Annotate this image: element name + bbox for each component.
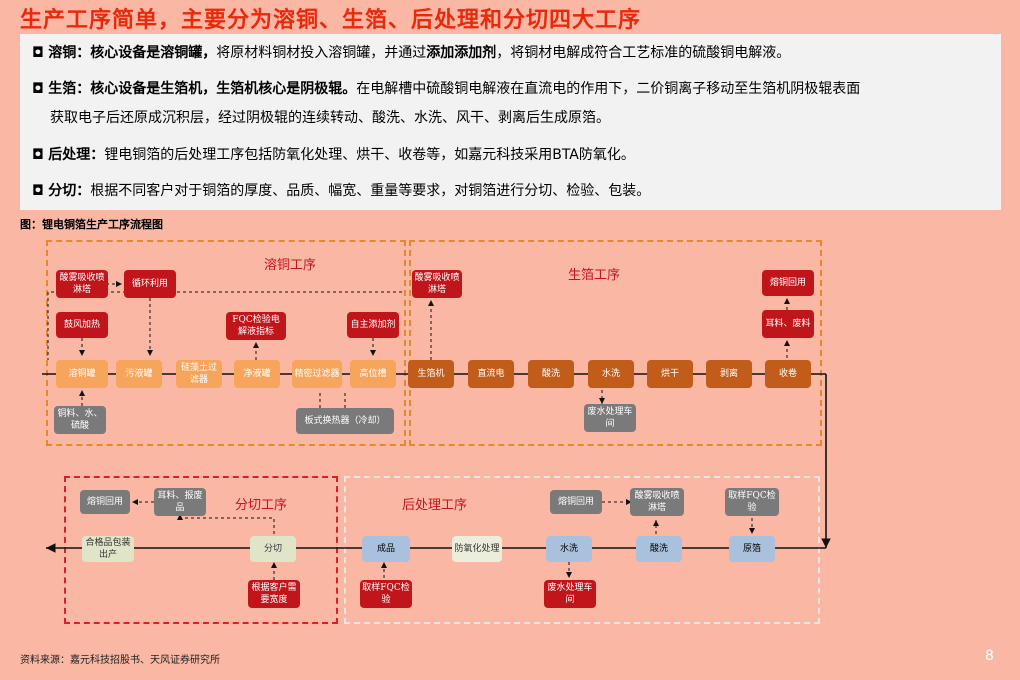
node-raw-foil: 原箔 — [729, 536, 775, 562]
node-dissolve-tank: 溶铜罐 — [56, 360, 108, 388]
region-label-shengbo: 生箔工序 — [568, 268, 621, 283]
bullet-text: 根据不同客户对于铜箔的厚度、品质、幅宽、重量等要求，对铜箔进行分切、检验、包装。 — [90, 183, 651, 199]
bullet-square-icon: ◘ — [32, 147, 44, 163]
bullet-square-icon: ◘ — [32, 45, 44, 61]
node-wastewater-2: 废水处理车间 — [544, 580, 596, 608]
node-ear-waste-1: 耳料、废料 — [762, 310, 814, 338]
bullet-emphasis: 添加添加剂 — [426, 45, 497, 61]
node-peeling: 剥离 — [706, 360, 752, 388]
node-anti-ox: 防氧化处理 — [452, 536, 502, 562]
bullet-head: 溶铜：核心设备是溶铜罐， — [48, 45, 217, 61]
region-label-houchuli: 后处理工序 — [402, 498, 468, 513]
node-high-tank: 高位槽 — [350, 360, 396, 388]
node-pickling-2: 酸洗 — [636, 536, 682, 562]
node-recycle: 循环利用 — [124, 270, 176, 298]
region-shengbo — [409, 240, 822, 446]
node-self-additive: 自主添加剂 — [347, 312, 399, 338]
node-pickling-1: 酸洗 — [528, 360, 574, 388]
bullet-text: 获取电子后还原成沉积层，经过阴极辊的连续转动、酸洗、水洗、风干、剥离后生成原箔。 — [50, 110, 610, 126]
node-slitting: 分切 — [250, 536, 296, 562]
bullet-text: 锂电铜箔的后处理工序包括防氧化处理、烘干、收卷等，如嘉元科技采用BTA防氧化。 — [104, 147, 635, 163]
page-number: 8 — [985, 648, 994, 664]
node-raw-input: 铜料、水、硫酸 — [54, 406, 106, 434]
node-fqc-test: FQC检验电解液指标 — [226, 312, 286, 340]
bullet-text: 将原材料铜材投入溶铜罐，并通过 — [216, 45, 427, 61]
node-copper-recycle-1: 熔铜回用 — [762, 270, 814, 296]
node-plate-exchanger: 板式换热器（冷却） — [296, 408, 394, 434]
bullet-text: 在电解槽中硫酸铜电解液在直流电的作用下，二价铜离子移动至生箔机阴极辊表面 — [356, 81, 861, 97]
node-fine-filter: 精密过滤器 — [292, 360, 342, 388]
node-sample-fqc-2: 取样FQC检验 — [360, 580, 412, 608]
node-product: 成品 — [362, 536, 410, 562]
node-sample-fqc-1: 取样FQC检验 — [725, 488, 779, 516]
node-washing-2: 水洗 — [546, 536, 592, 562]
region-houchuli — [344, 476, 820, 624]
bullet-post: ◘ 后处理：锂电铜箔的后处理工序包括防氧化处理、烘干、收卷等，如嘉元科技采用BT… — [32, 141, 992, 170]
node-acid-tower-1: 酸雾吸收喷淋塔 — [56, 270, 108, 298]
node-drying: 烘干 — [647, 360, 693, 388]
source-note: 资料来源：嘉元科技招股书、天风证券研究所 — [20, 655, 220, 666]
node-clean-tank: 净液罐 — [234, 360, 280, 388]
page-title: 生产工序简单，主要分为溶铜、生箔、后处理和分切四大工序 — [20, 8, 642, 33]
node-copper-recycle-3: 熔铜回用 — [80, 490, 130, 514]
region-label-fenqie: 分切工序 — [235, 498, 288, 513]
figure-caption: 图：锂电铜箔生产工序流程图 — [20, 218, 163, 231]
bullet-foil: ◘ 生箔：核心设备是生箔机，生箔机核心是阴极辊。在电解槽中硫酸铜电解液在直流电的… — [32, 75, 992, 133]
node-blower-heat: 鼓风加热 — [56, 312, 108, 338]
node-washing-1: 水洗 — [588, 360, 634, 388]
bullet-square-icon: ◘ — [32, 81, 44, 97]
bullet-head: 后处理： — [48, 147, 105, 163]
region-fenqie — [64, 476, 338, 624]
node-winding: 收卷 — [765, 360, 811, 388]
node-dirty-tank: 污液罐 — [116, 360, 162, 388]
node-foil-machine: 生箔机 — [408, 360, 454, 388]
node-copper-recycle-2: 熔铜回用 — [550, 490, 602, 514]
bullet-dissolve: ◘ 溶铜：核心设备是溶铜罐，将原材料铜材投入溶铜罐，并通过添加添加剂，将铜材电解… — [32, 39, 992, 68]
region-rongtong — [46, 240, 406, 446]
bullet-head: 分切： — [48, 183, 91, 199]
bullet-head: 生箔：核心设备是生箔机，生箔机核心是阴极辊。 — [48, 81, 357, 97]
node-ear-waste-2: 耳料、报废品 — [154, 488, 206, 516]
bullet-square-icon: ◘ — [32, 183, 44, 199]
node-qualified-pack: 合格品包装出产 — [82, 536, 134, 562]
summary-panel: ◘ 溶铜：核心设备是溶铜罐，将原材料铜材投入溶铜罐，并通过添加添加剂，将铜材电解… — [20, 34, 1001, 210]
node-acid-tower-2: 酸雾吸收喷淋塔 — [412, 270, 462, 298]
node-acid-tower-3: 酸雾吸收喷淋塔 — [630, 488, 684, 516]
node-dc-power: 直流电 — [468, 360, 514, 388]
region-label-rongtong: 溶铜工序 — [264, 258, 317, 273]
node-wastewater-1: 废水处理车间 — [584, 404, 636, 432]
node-customer-width: 根据客户需要宽度 — [248, 580, 300, 608]
node-diatom-filter: 硅藻土过滤器 — [176, 360, 222, 388]
bullet-text: ，将铜材电解成符合工艺标准的硫酸铜电解液。 — [496, 45, 791, 61]
bullet-slit: ◘ 分切：根据不同客户对于铜箔的厚度、品质、幅宽、重量等要求，对铜箔进行分切、检… — [32, 177, 992, 206]
